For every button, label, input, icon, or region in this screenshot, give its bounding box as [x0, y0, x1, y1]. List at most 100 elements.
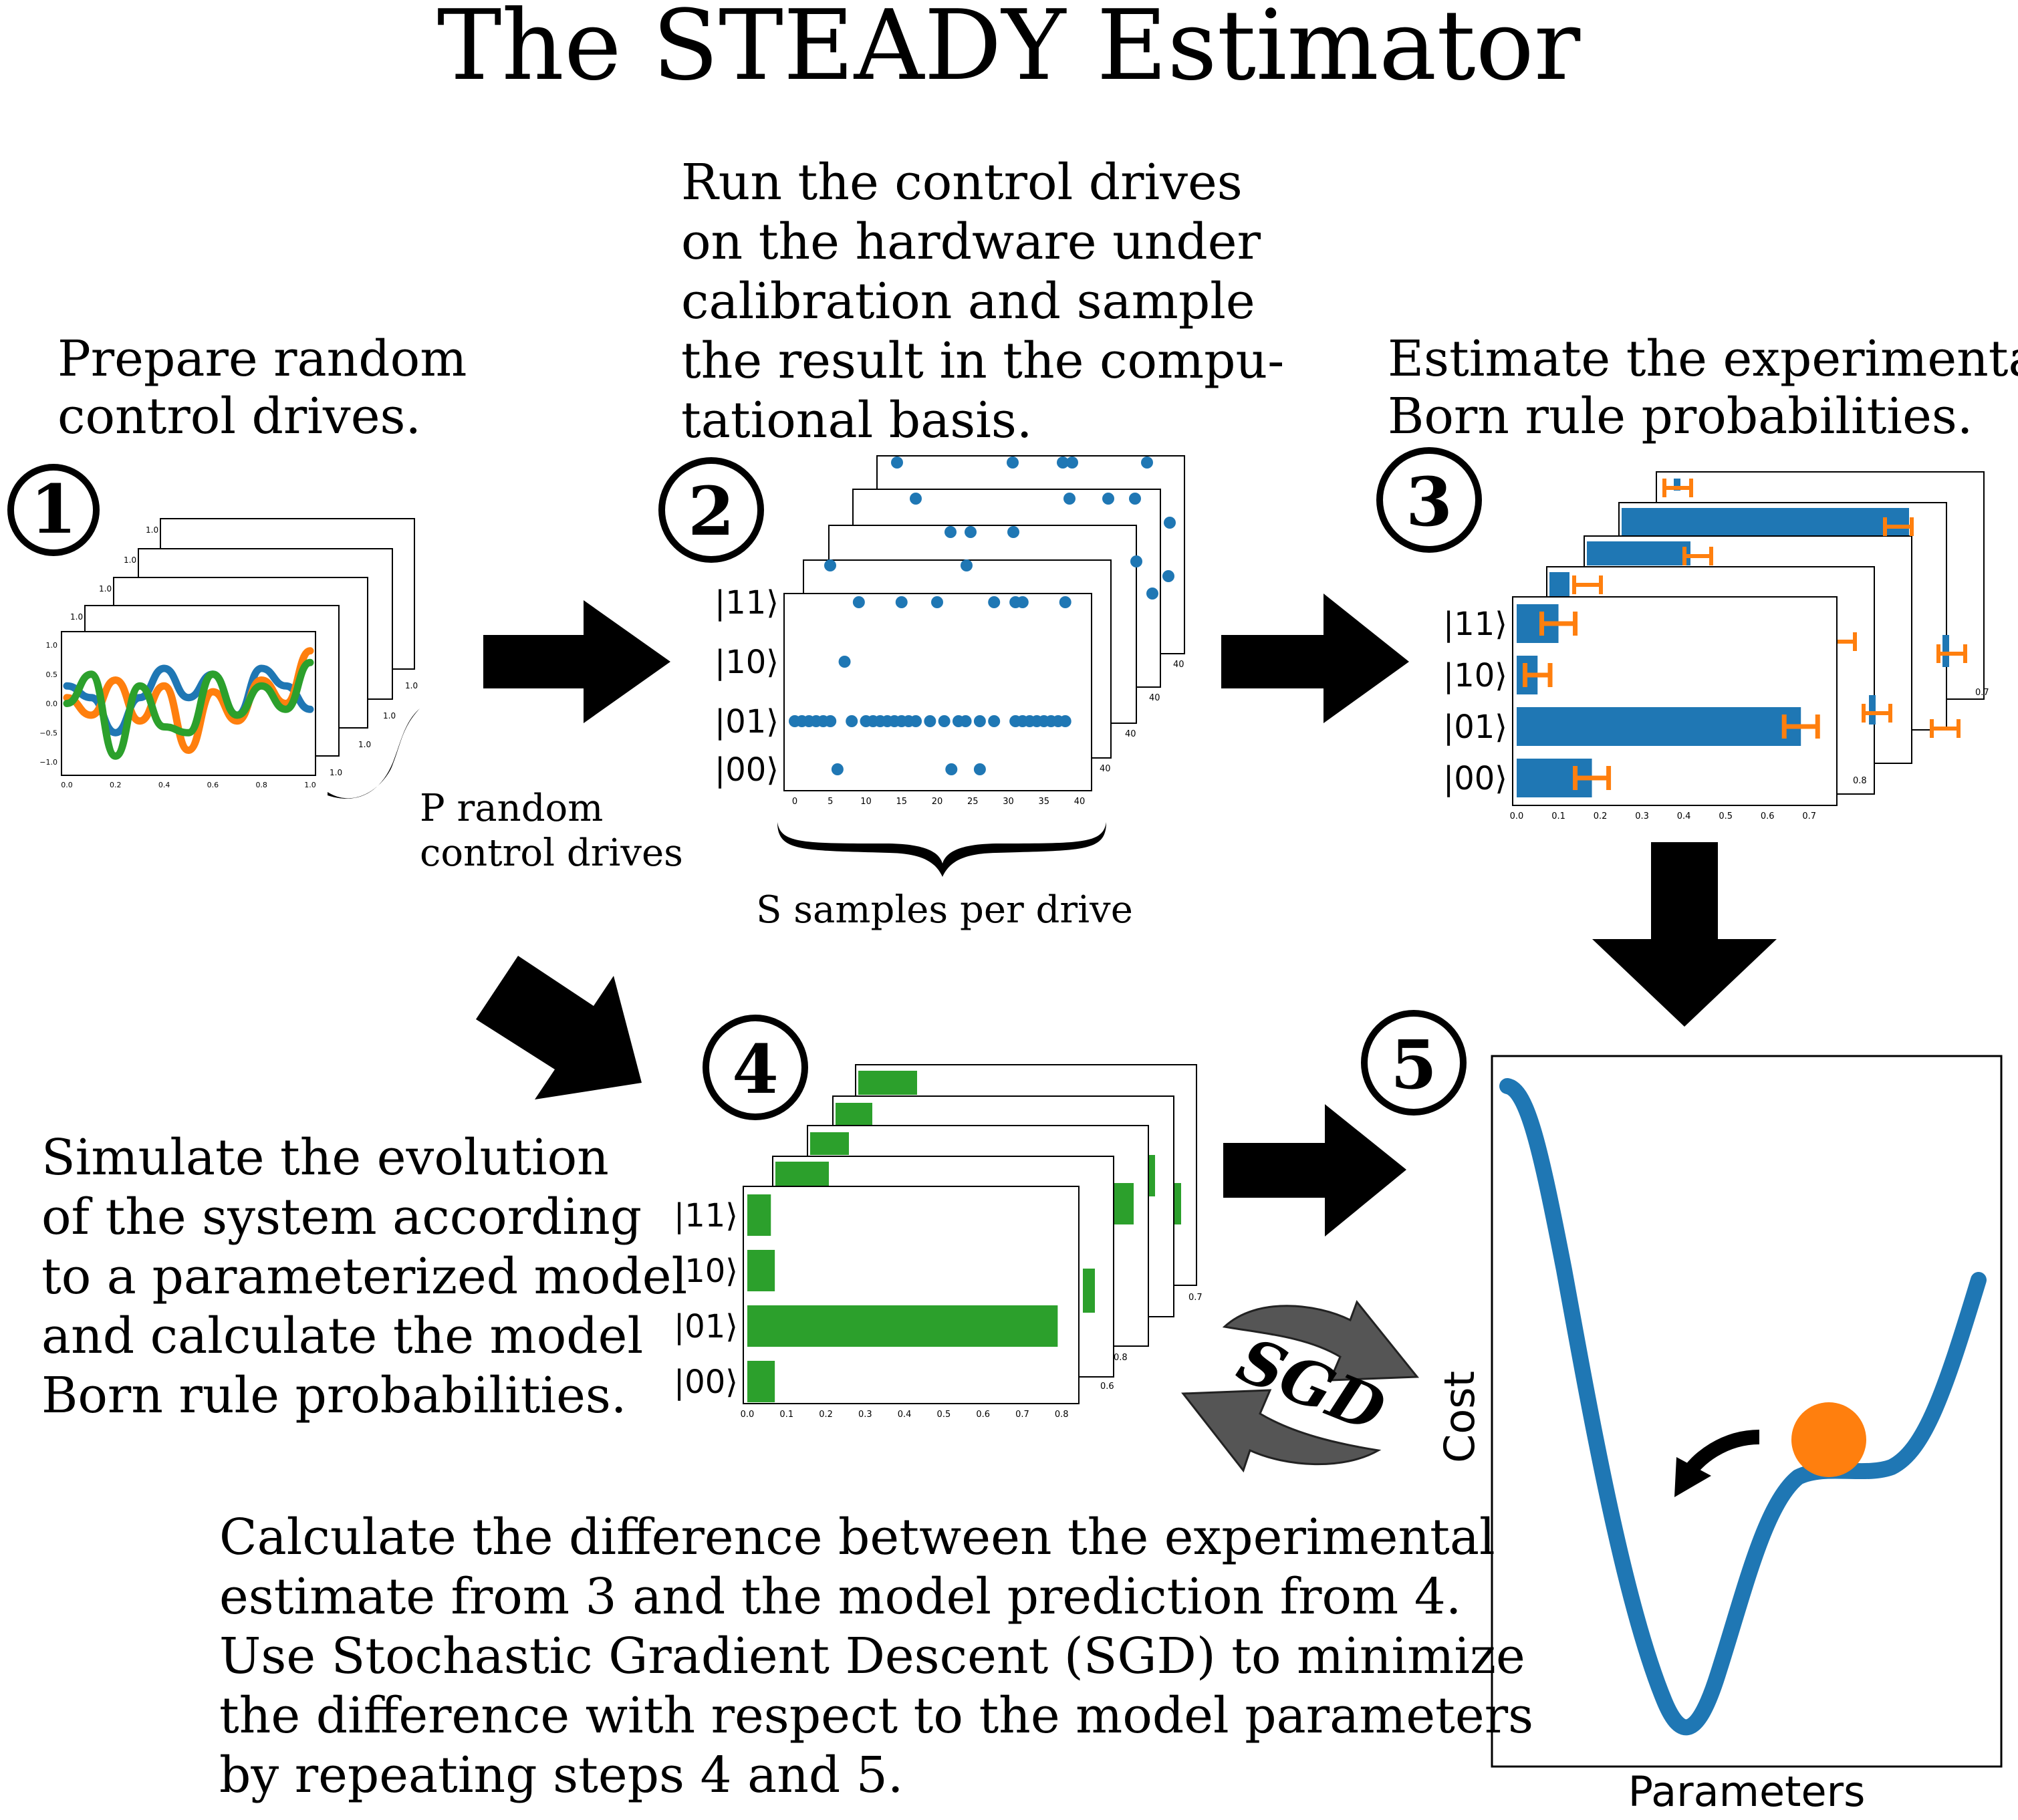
page-title: The STEADY Estimator — [437, 0, 1581, 102]
sample-plot-frame — [783, 593, 1092, 791]
sample-point — [824, 715, 837, 727]
sample-xtick: 40 — [1074, 797, 1086, 807]
model-state-label: |11⟩ — [674, 1197, 738, 1234]
bottom-caption-line: Calculate the difference between the exp… — [219, 1509, 1495, 1566]
sample-back-point — [1130, 555, 1142, 567]
sample-back-point — [910, 493, 922, 505]
sample-point — [938, 715, 951, 727]
step2-number: 2 — [688, 472, 735, 551]
sample-point — [945, 763, 958, 775]
step4-caption-line: to a parameterized model — [41, 1248, 687, 1305]
s-samples-label: S samples per drive — [756, 888, 1133, 932]
model-back-xtick: 0.8 — [1114, 1353, 1128, 1363]
sample-back-point — [1066, 457, 1078, 469]
sgd-cycle: SGD — [1181, 1299, 1420, 1473]
sample-back-point — [1007, 457, 1019, 469]
drive-xtick: 0.0 — [61, 781, 73, 789]
drive-xtick: 0.8 — [255, 781, 267, 789]
sample-point — [910, 715, 922, 727]
drive-xtick: 0.6 — [207, 781, 219, 789]
exp-plot-stack: 0.7 5 0.8 |11⟩|10⟩|01⟩|00⟩ 0.00.10.20.30… — [1443, 471, 1989, 821]
exp-state-label: |11⟩ — [1443, 606, 1507, 643]
bottom-caption-line: by repeating steps 4 and 5. — [219, 1746, 903, 1804]
bottom-caption-line: estimate from 3 and the model prediction… — [219, 1568, 1461, 1626]
model-state-label: |01⟩ — [674, 1308, 738, 1345]
sample-point — [988, 596, 1001, 608]
sample-back-point — [1146, 588, 1158, 600]
drive-back-xtick: 1.0 — [330, 768, 342, 777]
step2-caption: Run the control drives on the hardware u… — [681, 154, 1300, 449]
arrow-step4-to-step5 — [1223, 1104, 1406, 1237]
drive-ytick: −0.5 — [39, 729, 57, 737]
exp-xtick: 0.0 — [1510, 811, 1524, 821]
step2-caption-line: calibration and sample — [681, 273, 1255, 330]
sample-state-label: |00⟩ — [715, 751, 779, 789]
sample-back-point — [1129, 493, 1141, 505]
sample-state-label: |01⟩ — [715, 703, 779, 741]
bottom-caption-line: Use Stochastic Gradient Descent (SGD) to… — [219, 1628, 1525, 1685]
sample-back-xtick: 40 — [1149, 693, 1160, 703]
cost-plot-frame — [1491, 1055, 2003, 1768]
sample-back-point — [1164, 517, 1176, 529]
step4-badge: 4 — [703, 1015, 808, 1120]
sample-back-point — [1063, 493, 1076, 505]
step5-number: 5 — [1390, 1025, 1437, 1104]
sample-xtick: 20 — [932, 797, 943, 807]
bottom-caption-line: the difference with respect to the model… — [219, 1687, 1533, 1744]
exp-back-xtick: 0.7 — [1975, 688, 1989, 698]
drive-ytick: 1.0 — [46, 641, 58, 650]
step4-number: 4 — [732, 1030, 779, 1109]
drive-xtick: 0.2 — [110, 781, 122, 789]
sample-point — [1059, 596, 1071, 608]
sample-point — [838, 656, 851, 668]
drive-back-ytick: 1.0 — [99, 584, 112, 594]
p-random-label: P random control drives — [420, 787, 683, 875]
model-xtick: 0.3 — [858, 1410, 872, 1420]
arrow-step2-to-step3 — [1221, 594, 1409, 723]
step2-caption-line: tational basis. — [681, 392, 1032, 449]
sample-back-point — [1162, 570, 1174, 582]
step2-badge: 2 — [658, 457, 764, 563]
exp-xtick: 0.6 — [1761, 811, 1775, 821]
exp-xtick: 0.7 — [1802, 811, 1816, 821]
sample-back-point — [824, 559, 836, 571]
model-bar — [747, 1361, 775, 1402]
drive-plot-stack: 1.0 1.0 1.0 1.0 1.0 1.0 1.0 1.0 1.00.50.… — [39, 518, 418, 789]
sample-back-point — [1057, 457, 1069, 469]
step3-caption-line: Estimate the experimental — [1388, 330, 2018, 388]
sample-xtick: 30 — [1003, 797, 1014, 807]
sample-point — [1016, 596, 1029, 608]
cost-curve — [1499, 1078, 1987, 1736]
drive-ytick: 0.5 — [46, 670, 58, 679]
exp-xtick: 0.4 — [1677, 811, 1691, 821]
sample-back-point — [1141, 457, 1153, 469]
sample-back-point — [965, 526, 977, 538]
exp-xtick: 0.3 — [1635, 811, 1649, 821]
drive-back-xtick: 1.0 — [358, 740, 371, 749]
exp-xtick: 0.1 — [1551, 811, 1565, 821]
drive-back-xtick: 1.0 — [383, 711, 396, 721]
step3-number: 3 — [1406, 463, 1453, 541]
model-xtick: 0.4 — [898, 1410, 912, 1420]
model-xtick: 0.7 — [1015, 1410, 1029, 1420]
sgd-arrow-back-icon — [1181, 1389, 1382, 1473]
sample-point — [973, 763, 986, 775]
sample-point — [846, 715, 858, 727]
step1-caption-line: Prepare random — [57, 330, 467, 388]
step4-caption-line: Simulate the evolution — [41, 1129, 609, 1186]
drive-xtick: 0.4 — [158, 781, 170, 789]
sample-back-xtick: 40 — [1173, 660, 1184, 670]
model-bar — [747, 1305, 1058, 1347]
sample-point — [895, 596, 908, 608]
exp-xtick: 0.2 — [1594, 811, 1608, 821]
model-state-label: |10⟩ — [674, 1253, 738, 1290]
model-plot-frame — [743, 1186, 1080, 1404]
sample-point — [1059, 715, 1071, 727]
model-back-xtick: 0.6 — [1100, 1382, 1114, 1392]
